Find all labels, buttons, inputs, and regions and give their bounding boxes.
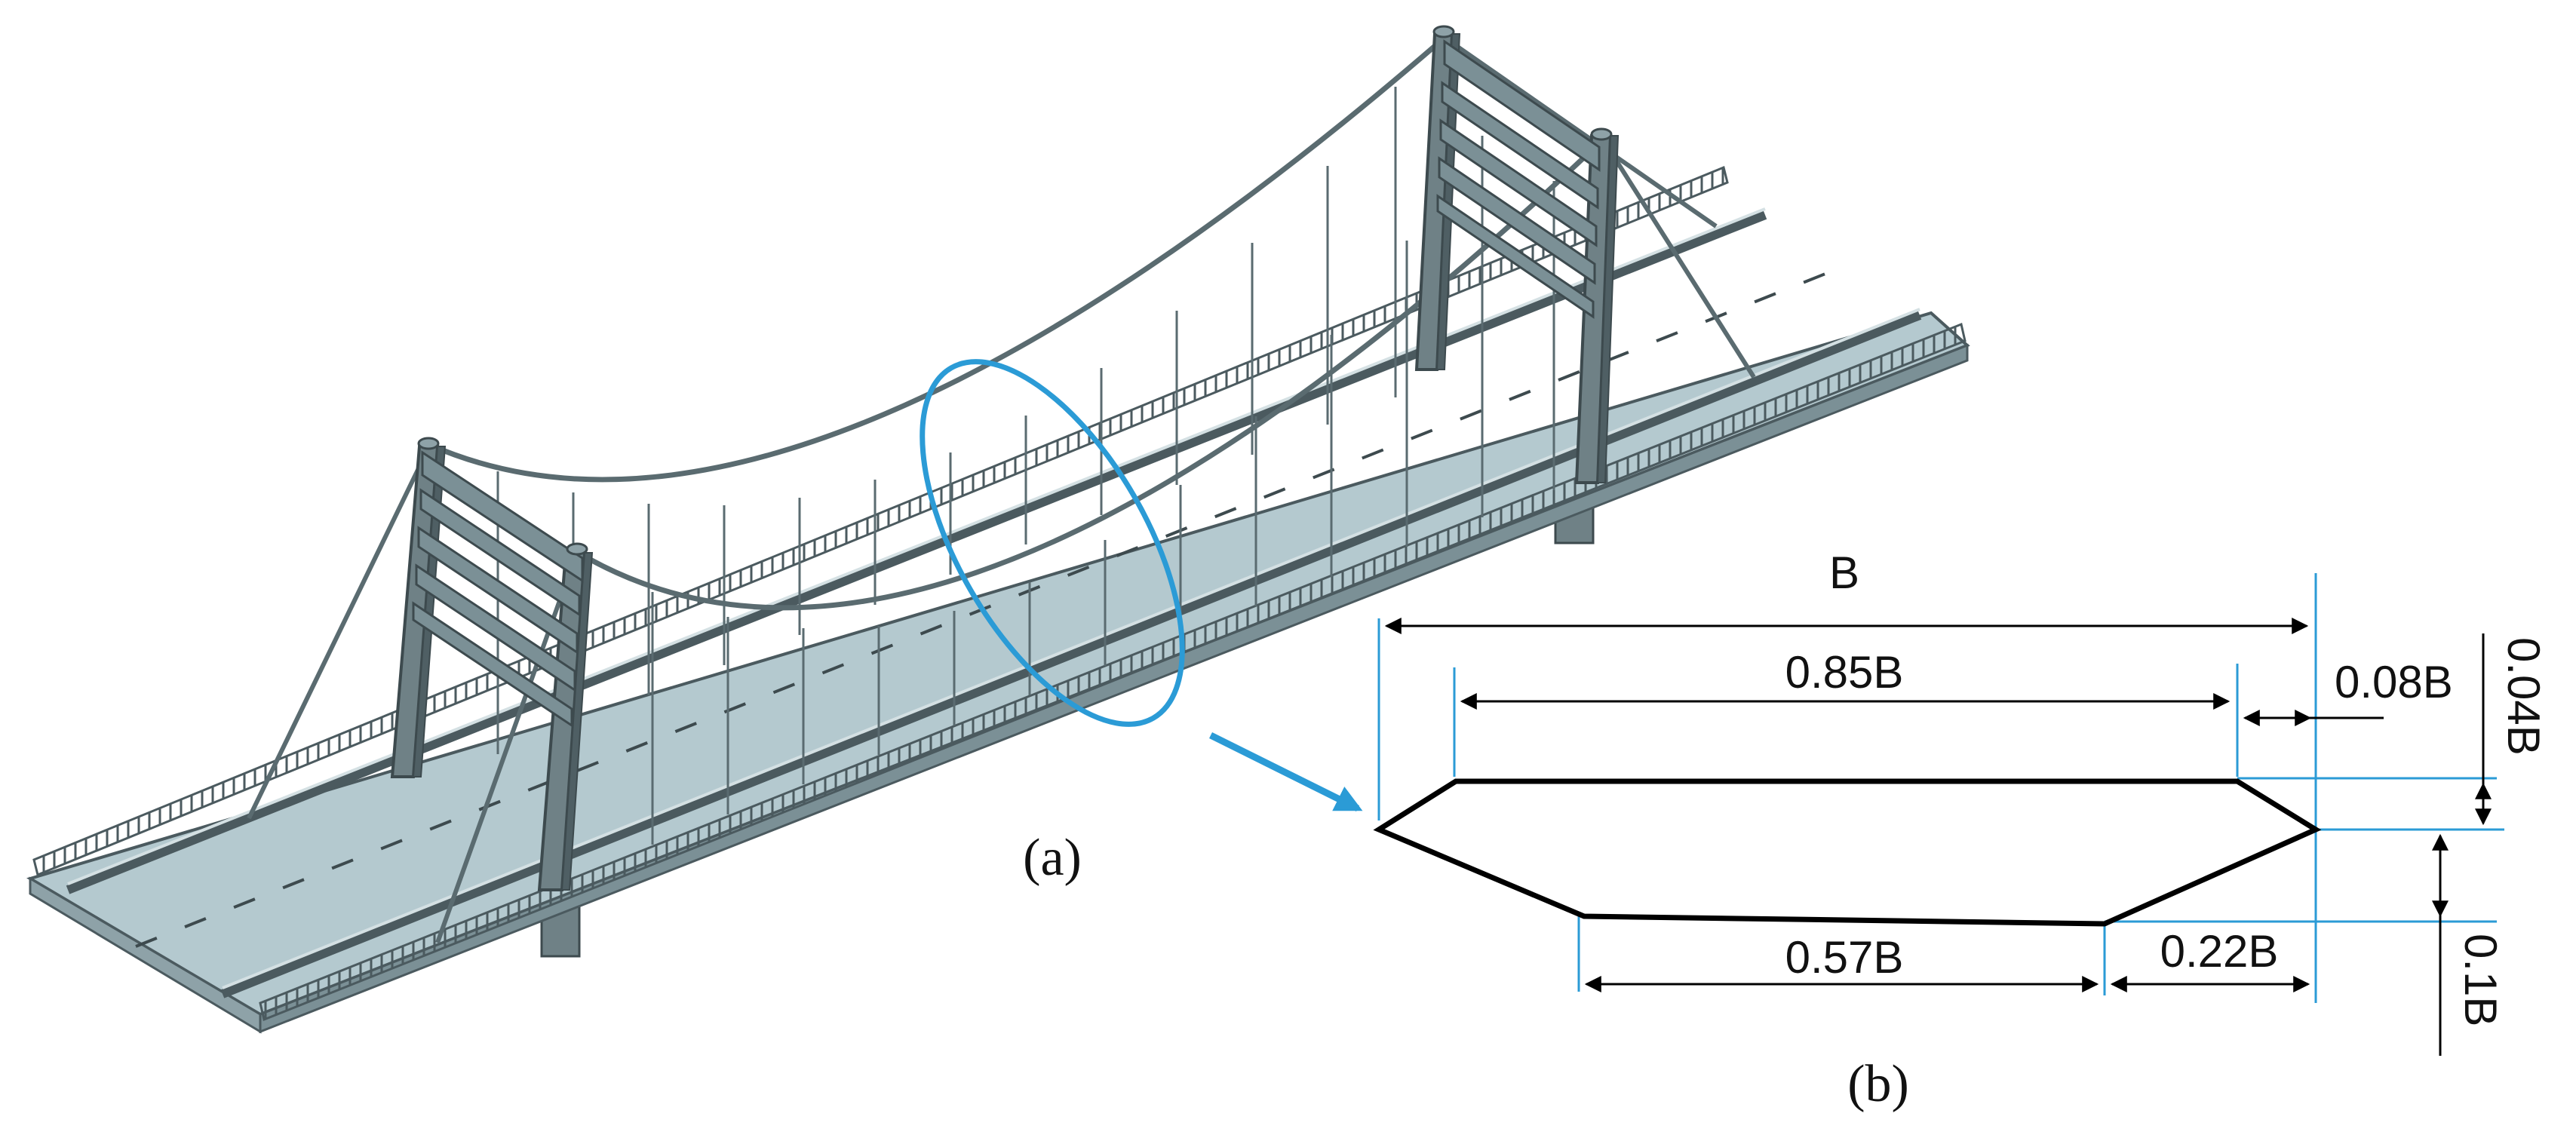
deck-front-edge [29,876,262,1034]
backstay-near-right [1601,138,1756,379]
section-outline [1373,778,2322,927]
backstay-far-left [247,443,432,820]
main-cable-far [428,35,1447,483]
backstay-far-right [1443,35,1718,229]
dim-label-lower-height: 0.1B [2455,934,2506,1026]
railing-far [32,165,1729,877]
cross-section-diagram: B 0.85B 0.08B 0.57B 0.22B 0.04B 0.1B [1373,547,2549,1056]
bridge-deck [26,311,1970,1017]
railing-near [259,322,1967,1022]
bridge-illustration [26,25,1970,1034]
hangers-far [496,87,1397,754]
barrier-near-highlight [222,308,1920,989]
tower-left [390,437,594,891]
barrier-far [66,210,1767,894]
lane-marking [135,266,1841,948]
panel-a-label: (a) [1023,829,1082,887]
dim-label-top-flat: 0.85B [1785,647,1904,698]
section-highlight-ellipse [920,359,1185,727]
dim-label-bottom-chamfer: 0.22B [2160,926,2279,977]
section-callout-arrow [1208,732,1363,812]
dim-label-bottom-flat: 0.57B [1785,932,1904,983]
dim-label-top-chamfer: 0.08B [2335,657,2453,707]
dim-label-total-width: B [1829,547,1859,598]
dim-label-upper-height: 0.04B [2498,637,2549,756]
extension-lines [1377,573,2504,1003]
barrier-near [220,311,1922,998]
panel-b-label: (b) [1847,1055,1909,1113]
tower-right [1414,25,1620,484]
main-cable-near [576,137,1605,611]
